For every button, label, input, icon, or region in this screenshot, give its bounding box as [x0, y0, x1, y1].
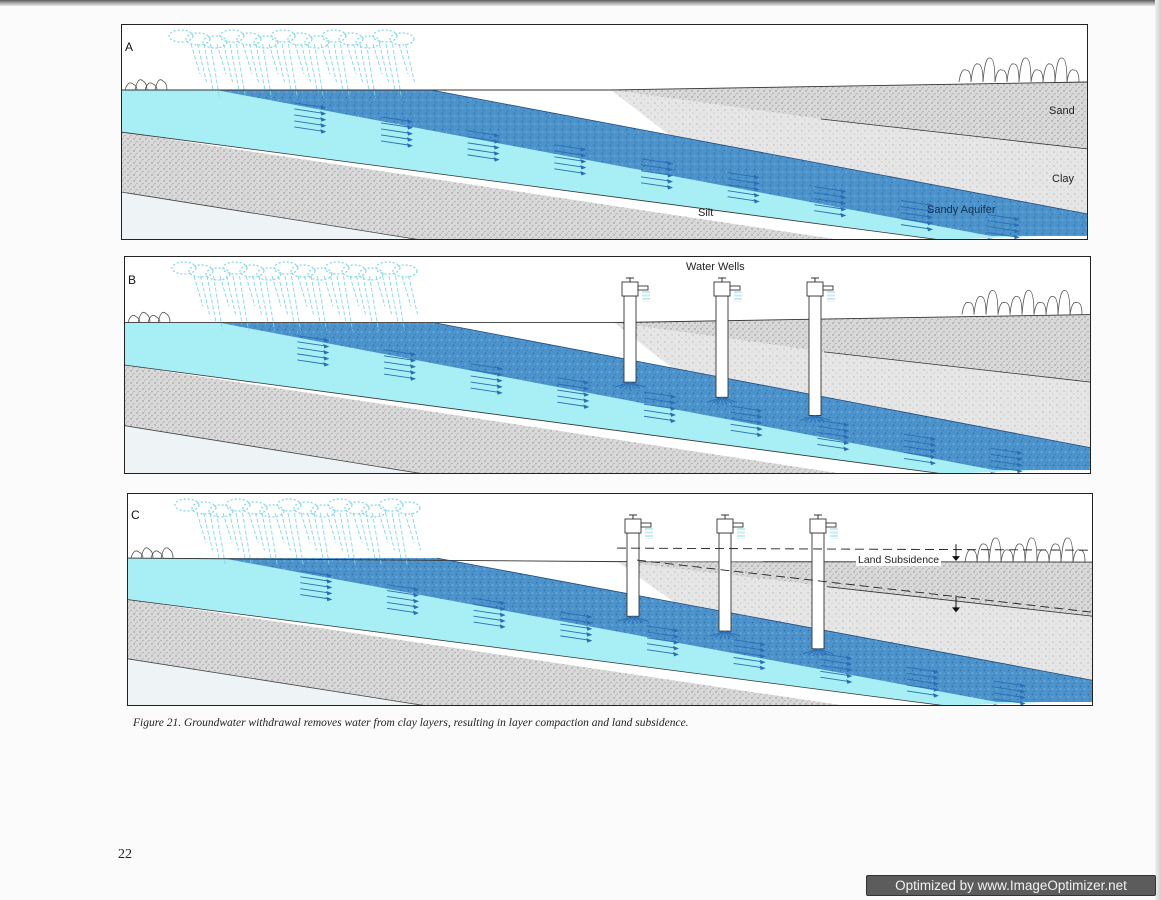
figure-caption: Figure 21. Groundwater withdrawal remove…	[133, 717, 1033, 729]
panel-letter: C	[131, 508, 140, 522]
well-pipe	[627, 533, 639, 616]
spout	[641, 523, 651, 527]
well-head	[625, 519, 641, 533]
panel-c: C Land Subsidence	[127, 493, 1093, 706]
panel-c-diagram	[127, 493, 1093, 706]
well-pipe	[809, 296, 821, 415]
well-pipe	[719, 533, 731, 631]
panel-letter: B	[128, 273, 136, 287]
silt-label: Silt	[698, 207, 713, 219]
well-head	[807, 282, 823, 296]
well-head	[622, 282, 638, 296]
spout	[823, 286, 833, 290]
panel-a: A Sand Clay Silt Sandy Aquifer	[121, 24, 1088, 240]
spout	[826, 523, 836, 527]
land-subsidence-label: Land Subsidence	[856, 554, 941, 566]
page-top-edge	[0, 0, 1161, 6]
clay-label: Clay	[1052, 173, 1074, 185]
panel-b-diagram	[124, 256, 1091, 474]
watermark: Optimized by www.ImageOptimizer.net	[866, 875, 1156, 896]
well-head	[717, 519, 733, 533]
well-head	[714, 282, 730, 296]
sandy-aquifer-label: Sandy Aquifer	[927, 204, 996, 216]
water-wells-label: Water Wells	[686, 261, 745, 273]
well-pipe	[624, 296, 636, 382]
panel-b: B Water Wells	[124, 256, 1091, 474]
well-head	[810, 519, 826, 533]
panel-letter: A	[125, 40, 133, 54]
page-number: 22	[118, 847, 132, 863]
well-pipe	[716, 296, 728, 397]
spout	[733, 523, 743, 527]
sand-label: Sand	[1049, 105, 1075, 117]
page-right-edge	[1155, 0, 1161, 900]
spout	[638, 286, 648, 290]
well-pipe	[812, 533, 824, 649]
spout	[730, 286, 740, 290]
